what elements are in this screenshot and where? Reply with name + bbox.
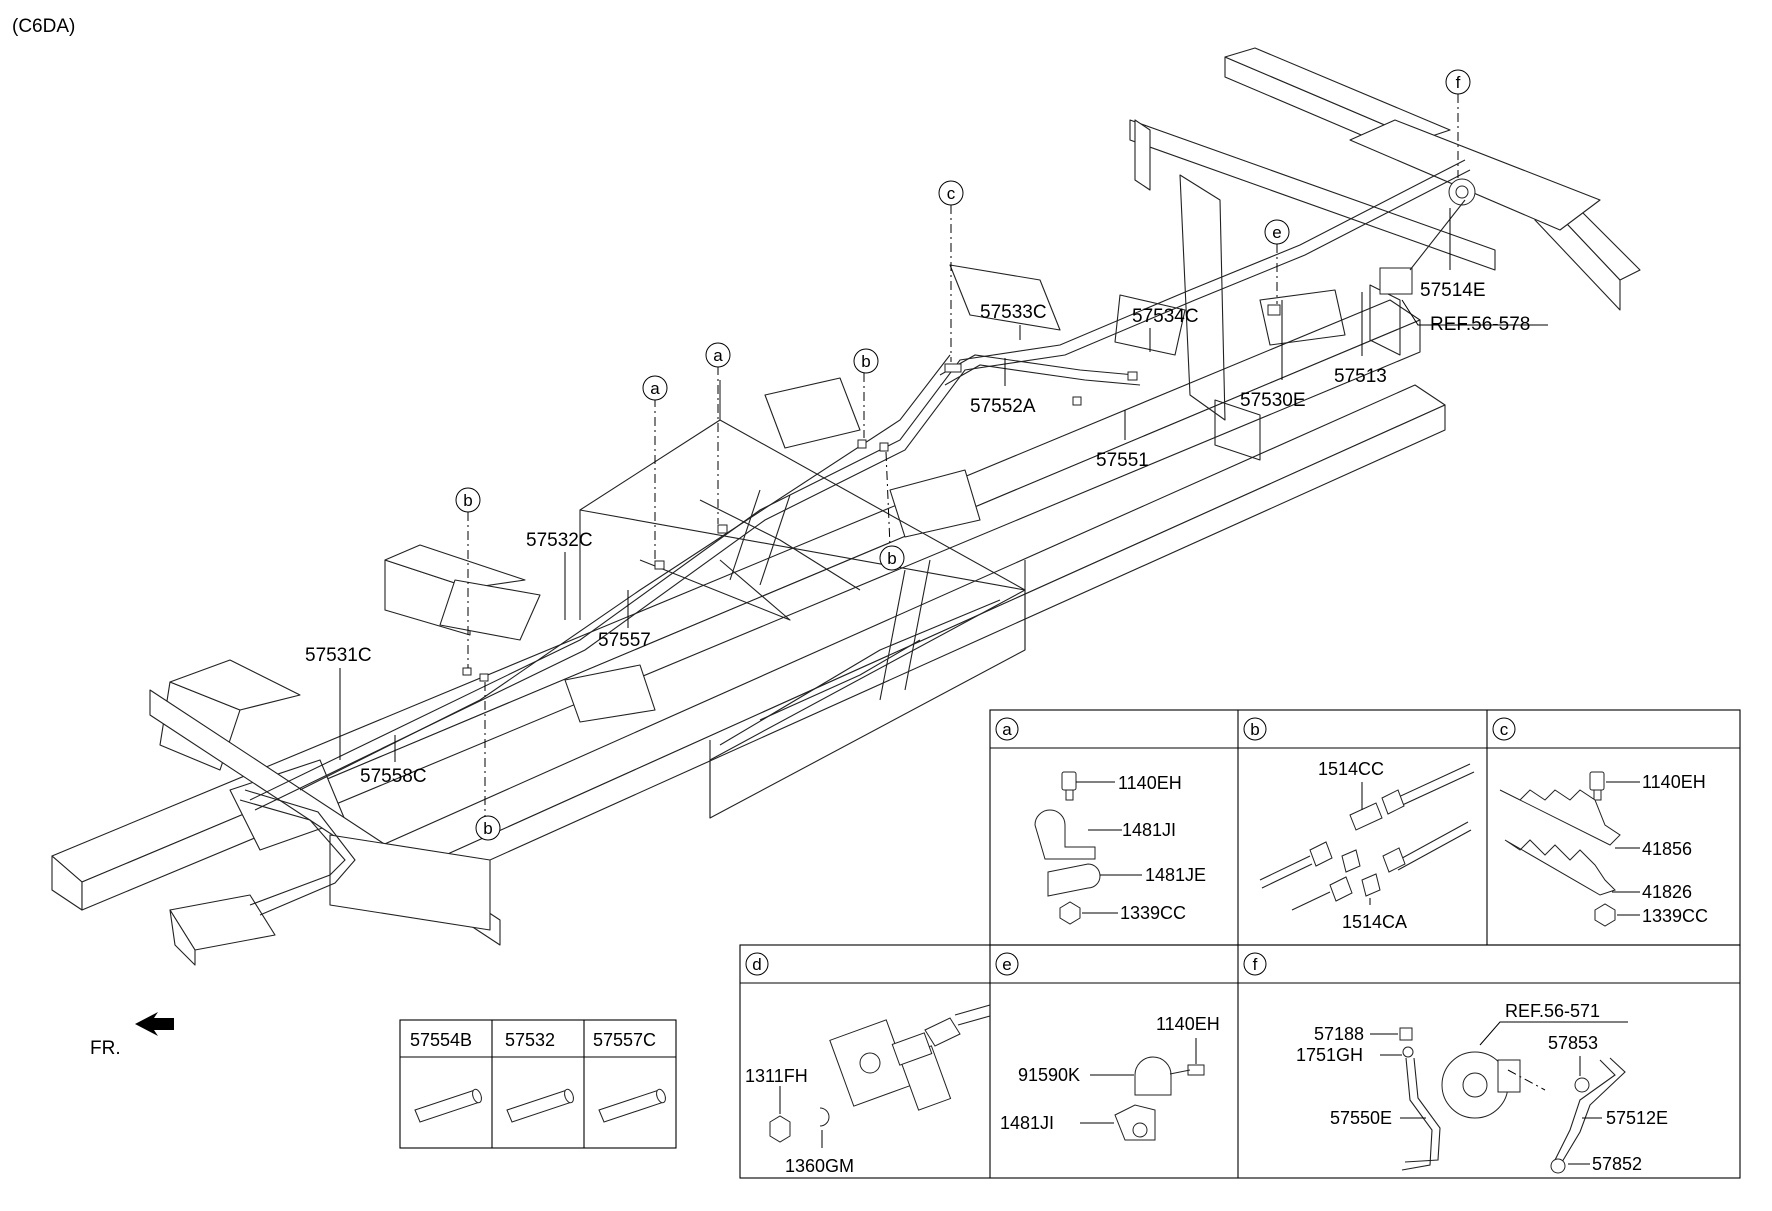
callout-a1: a [642,375,668,401]
fuel-lines [249,159,1471,811]
front-direction-marker: FR. [90,1012,174,1059]
label-57557: 57557 [598,630,651,651]
callout-b1: b [455,487,481,513]
svg-text:1514CA: 1514CA [1342,912,1407,932]
svg-text:c: c [947,184,956,203]
hose-icon [598,1088,666,1123]
svg-text:d: d [752,955,761,974]
callout-c: c [938,180,964,206]
svg-text:1140EH: 1140EH [1118,773,1182,793]
panel-d: 1311FH 1360GM [745,1004,991,1176]
callout-e: e [1264,219,1290,245]
callout-a2: a [705,342,731,368]
svg-text:REF.56-571: REF.56-571 [1505,1001,1600,1021]
hose-col-2: 57557C [593,1030,656,1050]
hose-icon [506,1088,574,1123]
svg-text:a: a [1002,720,1012,739]
label-57530E: 57530E [1240,390,1306,411]
svg-text:1481JI: 1481JI [1000,1113,1054,1133]
diagram-code: (C6DA) [12,16,75,37]
hose-col-0: 57554B [410,1030,472,1050]
svg-text:1360GM: 1360GM [785,1156,854,1176]
svg-text:1339CC: 1339CC [1642,906,1708,926]
panel-a-header: a [995,717,1019,741]
svg-text:57512E: 57512E [1606,1108,1668,1128]
svg-text:91590K: 91590K [1018,1065,1080,1085]
line-clips [462,304,1281,682]
svg-text:b: b [1250,720,1259,739]
panel-b: 1514CC 1514CA [1259,759,1475,932]
label-57534C: 57534C [1132,306,1199,327]
svg-text:1140EH: 1140EH [1642,772,1706,792]
svg-text:c: c [1500,720,1509,739]
panel-e-header: e [995,952,1019,976]
callout-b4: b [879,545,905,571]
svg-text:1339CC: 1339CC [1120,903,1186,923]
svg-text:1311FH: 1311FH [745,1066,808,1086]
label-57513: 57513 [1334,366,1387,387]
label-57532C: 57532C [526,530,593,551]
fuel-filter-assembly [1379,178,1476,295]
svg-text:e: e [1002,955,1011,974]
panel-f: REF.56-571 57188 1751GH 57853 57550E 575… [1296,1001,1668,1174]
svg-text:57550E: 57550E [1330,1108,1392,1128]
label-57531C: 57531C [305,645,372,666]
panel-a: 1140EH 1481JI 1481JE 1339CC [1034,771,1206,925]
svg-text:b: b [887,549,896,568]
hose-icon [414,1088,482,1123]
svg-text:e: e [1272,223,1281,242]
svg-text:57852: 57852 [1592,1154,1642,1174]
hose-col-1: 57532 [505,1030,555,1050]
callout-b3: b [853,348,879,374]
svg-text:b: b [483,819,492,838]
label-57551: 57551 [1096,450,1149,471]
front-arrow-icon [135,1012,174,1036]
svg-text:b: b [463,491,472,510]
svg-text:a: a [650,379,660,398]
panel-e: 1140EH 91590K 1481JI [1000,1014,1220,1141]
panel-f-header: f [1243,952,1267,976]
chassis-frame [51,47,1641,966]
panel-b-header: b [1243,717,1267,741]
callout-b2: b [475,815,501,841]
label-57533C: 57533C [980,302,1047,323]
panel-d-header: d [745,952,769,976]
svg-text:a: a [713,346,723,365]
hose-table: 57554B 57532 57557C [399,1019,677,1149]
svg-text:f: f [1253,955,1258,974]
label-57558C: 57558C [360,766,427,787]
svg-text:FR.: FR. [90,1038,121,1059]
svg-text:1751GH: 1751GH [1296,1045,1363,1065]
svg-text:f: f [1456,73,1461,92]
panel-c: 1140EH 41856 41826 1339CC [1499,771,1708,927]
label-57552A: 57552A [970,396,1036,417]
svg-text:1481JE: 1481JE [1145,865,1206,885]
svg-text:1514CC: 1514CC [1318,759,1384,779]
svg-text:b: b [861,352,870,371]
label-57514E: 57514E [1420,280,1486,301]
svg-text:1481JI: 1481JI [1122,820,1176,840]
label-REF56578: REF.56-578 [1430,314,1530,335]
callout-f: f [1445,69,1471,95]
panel-c-header: c [1492,717,1516,741]
svg-text:41856: 41856 [1642,839,1692,859]
svg-text:57188: 57188 [1314,1024,1364,1044]
svg-text:1140EH: 1140EH [1156,1014,1220,1034]
svg-text:41826: 41826 [1642,882,1692,902]
svg-text:57853: 57853 [1548,1033,1598,1053]
